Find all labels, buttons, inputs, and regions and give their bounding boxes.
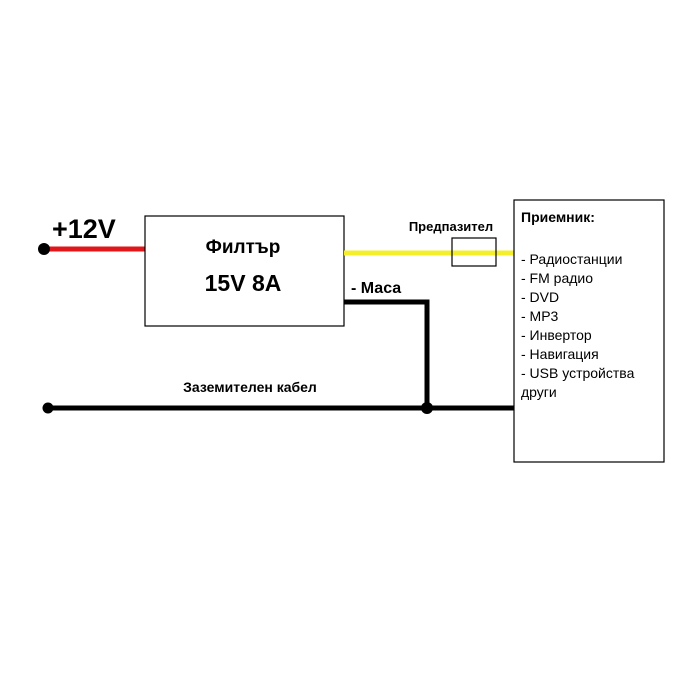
receiver-item: - FM радио [521,270,593,286]
fuse-label: Предпазител [409,219,493,234]
ground-cable-label: Заземителен кабел [183,379,317,395]
ground-junction [421,402,433,414]
receiver-item: - Навигация [521,346,599,362]
power-terminal [38,243,50,255]
receiver-item: - DVD [521,289,559,305]
filter-box [144,215,345,327]
fuse-body [451,237,497,267]
receiver-item: - MP3 [521,308,559,324]
receiver-item: - USB устройства [521,365,635,381]
ground-link-wire [344,299,430,408]
ground-link-label: - Маса [351,280,401,297]
receiver-box [513,199,665,463]
power-label: +12V [52,214,116,244]
receiver-item: - Инвертор [521,327,592,343]
ground-cable-terminal [42,402,54,414]
filter-rating: 15V 8A [205,270,282,296]
receiver-item: - Радиостанции [521,251,622,267]
filter-title: Филтър [206,237,281,258]
receiver-item: други [521,384,557,400]
receiver-title: Приемник: [521,209,595,225]
